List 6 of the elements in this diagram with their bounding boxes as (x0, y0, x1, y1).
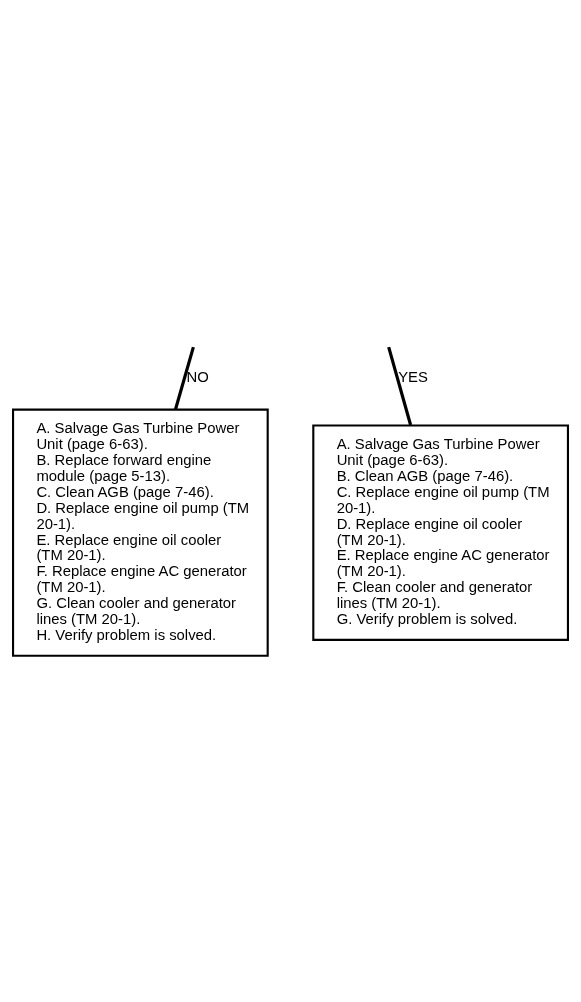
node-box: A. Salvage Gas Turbine Power Unit (page 6-63). B. Clean AGB (page 7-46). C. Replace engine oil pump (TM 20-1). D. Replace engine oil cooler (TM 20-1). E. Replace engine AC generator (TM 20-1). F. Clean cooler and generator lines (TM 20-1). G. Verify problem is solved. (312, 424, 569, 641)
edge-label: YES (398, 369, 428, 386)
connector (387, 346, 413, 426)
connector (173, 346, 195, 410)
node-box: A. Salvage Gas Turbine Power Unit (page 6-63). B. Replace forward engine module (page 5-13). C. Clean AGB (page 7-46). D. Replace engine oil pump (TM 20-1). E. Replace engine oil cooler (TM 20-1). F. Replace engine AC generator (TM 20-1). G. Clean cooler and generator lines (TM 20-1). H. Verify problem is solved. (12, 408, 269, 657)
edge-label: NO (186, 369, 209, 386)
